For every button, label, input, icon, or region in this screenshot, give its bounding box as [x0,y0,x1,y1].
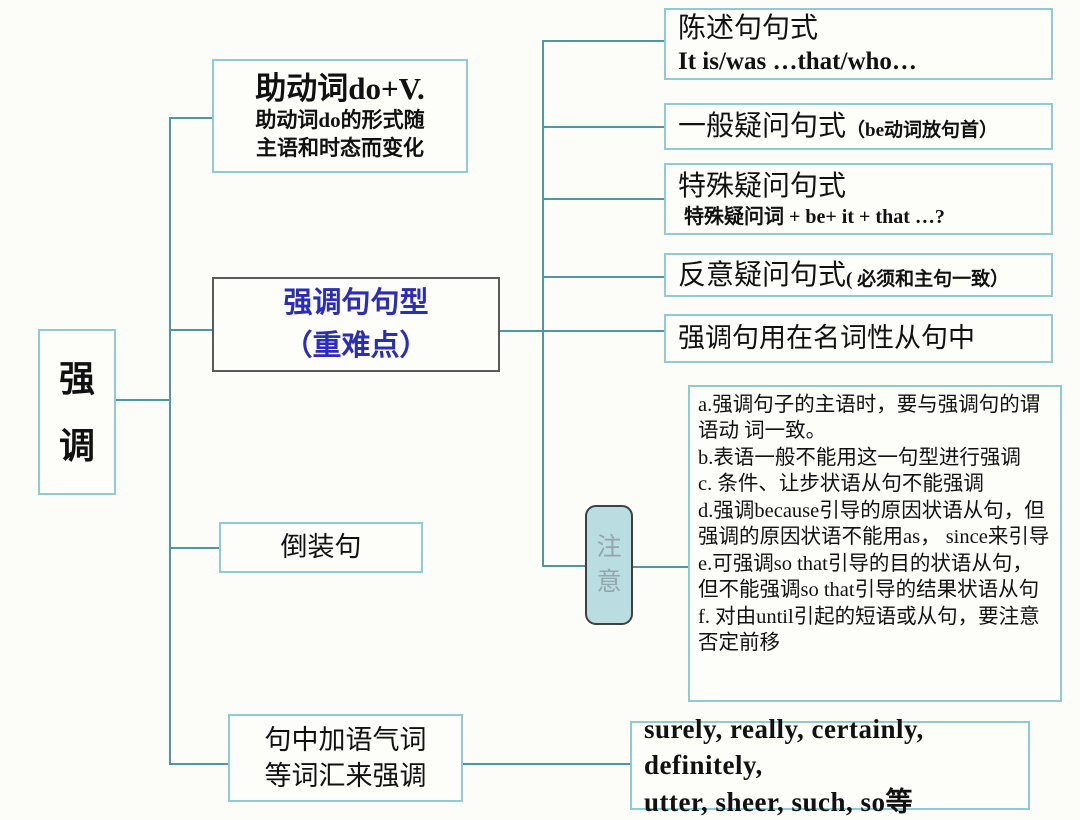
special-question-formula: 特殊疑问词 + be+ it + that …? [684,205,945,228]
node-attention: 注 意 [585,505,633,625]
root-char-bottom: 调 [58,425,95,466]
connector-rail-to-declarative [542,40,664,42]
general-question-note: （be动词放句首） [846,120,999,141]
note-item-e: e.可强调so that引导的目的状语从句，但不能强调so that引导的结果状… [698,552,1040,602]
connector-center-to-nounclause [500,330,664,332]
connector-trunk-to-center [169,329,213,331]
auxiliary-sub1: 助动词do的形式随 [255,108,425,133]
node-inversion: 倒装句 [219,522,423,573]
tone-line1: 句中加语气词 [264,724,427,755]
note-item-f: f. 对由until引起的短语或从句，要注意否定前移 [698,605,1040,654]
node-adverb-words: surely, really, certainly, definitely, u… [630,714,1030,817]
special-question-title: 特殊疑问句式 [678,170,847,202]
node-general-question: 一般疑问句式 （be动词放句首） [664,103,1053,150]
tone-line2: 等词汇来强调 [264,761,427,791]
root-node-emphasis: 强 调 [38,329,116,495]
note-item-b: b.表语一般不能用这一句型进行强调 [698,446,1021,469]
connector-rail-to-attention [542,565,587,567]
declarative-formula: It is/was …that/who… [678,47,917,75]
adverb-line2: utter, sheer, such, so等 [644,786,914,817]
connector-trunk-to-inversion [169,547,220,549]
node-declarative-pattern: 陈述句句式 It is/was …that/who… [664,8,1053,80]
note-item-d: d.强调because引导的原因状语从句，但强调的原因状语不能用as， sinc… [698,499,1050,549]
note-item-c: c. 条件、让步状语从句不能强调 [698,473,984,496]
general-question-title: 一般疑问句式 [678,111,847,142]
node-emphasis-pattern: 强调句句型 （重难点） [212,277,500,372]
connector-right-rail [542,40,544,567]
connector-rail-to-generalq [542,126,664,128]
connector-root-to-trunk [116,399,170,401]
declarative-title: 陈述句句式 [678,12,819,44]
connector-left-trunk [169,117,171,765]
attention-char-bottom: 意 [596,569,622,596]
emphasis-pattern-line2: （重难点） [283,329,429,362]
node-noun-clause: 强调句用在名词性从句中 [664,314,1053,363]
auxiliary-title: 助动词do+V. [255,71,425,107]
adverb-line1: surely, really, certainly, definitely, [644,713,924,781]
noun-clause-title: 强调句用在名词性从句中 [678,323,975,354]
root-char-top: 强 [58,358,95,399]
node-special-question: 特殊疑问句式 特殊疑问词 + be+ it + that …? [664,163,1053,235]
node-tag-question: 反意疑问句式 ( 必须和主句一致） [664,253,1053,297]
tag-question-note: ( 必须和主句一致） [846,268,1010,290]
attention-char-top: 注 [596,534,622,561]
emphasis-pattern-line1: 强调句句型 [283,287,429,320]
node-tone-words: 句中加语气词 等词汇来强调 [228,714,463,802]
connector-rail-to-specialq [542,198,664,200]
auxiliary-sub2: 主语和时态而变化 [256,135,424,160]
node-attention-notes: a.强调句子的主语时，要与强调句的谓语动 词一致。 b.表语一般不能用这一句型进… [688,385,1062,702]
connector-trunk-to-aux [169,117,213,119]
note-item-a: a.强调句子的主语时，要与强调句的谓语动 词一致。 [698,394,1041,443]
node-auxiliary-do: 助动词do+V. 助动词do的形式随 主语和时态而变化 [212,59,468,173]
inversion-title: 倒装句 [280,532,362,563]
connector-attention-to-notes [631,566,688,568]
connector-tone-to-adverb [463,763,630,765]
tag-question-title: 反意疑问句式 [678,259,847,291]
connector-trunk-to-tone [169,763,229,765]
connector-rail-to-tagq [542,276,664,278]
